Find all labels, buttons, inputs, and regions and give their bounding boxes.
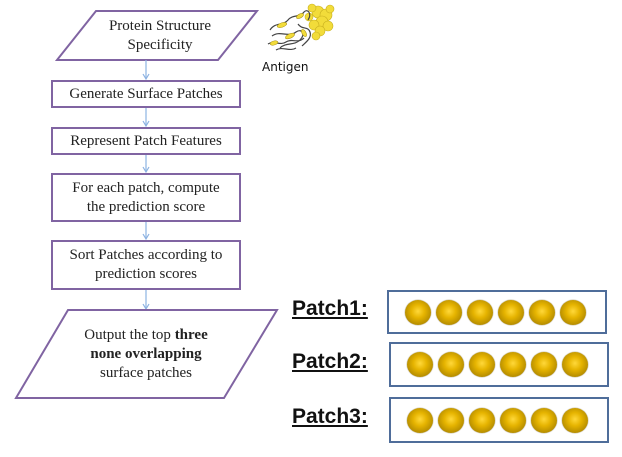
patch-box-3 bbox=[389, 397, 609, 443]
step-represent-features: Represent Patch Features bbox=[51, 127, 241, 155]
output-parallelogram bbox=[14, 309, 279, 399]
residue-ball-icon bbox=[469, 407, 495, 433]
residue-ball-icon bbox=[469, 352, 495, 377]
antigen-structure-icon bbox=[267, 3, 335, 51]
step-generate-patches: Generate Surface Patches bbox=[51, 80, 241, 108]
arrow-3-head bbox=[142, 166, 150, 174]
patch-box-1 bbox=[387, 290, 607, 334]
residue-ball-icon bbox=[562, 407, 588, 433]
residue-ball-icon bbox=[562, 352, 588, 377]
residue-ball-icon bbox=[500, 352, 526, 377]
input-line-1: Protein Structure bbox=[108, 18, 212, 34]
residue-ball-icon bbox=[405, 299, 431, 325]
residue-ball-icon bbox=[436, 299, 462, 325]
residue-ball-icon bbox=[498, 299, 524, 325]
patch-label-2: Patch2: bbox=[292, 350, 368, 373]
step-label: Represent Patch Features bbox=[70, 132, 222, 149]
residue-ball-icon bbox=[531, 407, 557, 433]
residue-ball-icon bbox=[407, 407, 433, 433]
arrow-1-head bbox=[142, 73, 150, 81]
output-step: Output the top three none overlapping su… bbox=[56, 326, 236, 383]
output-line-1: Output the top three bbox=[56, 326, 236, 345]
antigen-label: Antigen bbox=[262, 60, 309, 74]
patch-label-3: Patch3: bbox=[292, 405, 368, 428]
residue-ball-icon bbox=[531, 352, 557, 377]
arrow-2-head bbox=[142, 120, 150, 128]
step-label: Generate Surface Patches bbox=[69, 85, 223, 102]
residue-ball-icon bbox=[438, 407, 464, 433]
step-line-1: Sort Patches according to bbox=[69, 247, 223, 263]
flow-arrows bbox=[142, 60, 150, 311]
step-line-1: For each patch, compute bbox=[72, 179, 220, 196]
step-compute-score: For each patch, compute the prediction s… bbox=[51, 173, 241, 222]
input-step: Protein Structure Specificity bbox=[80, 17, 240, 55]
output-line-2: none overlapping bbox=[56, 345, 236, 364]
residue-ball-icon bbox=[560, 299, 586, 325]
output-line-3: surface patches bbox=[99, 365, 193, 381]
residue-ball-icon bbox=[500, 407, 526, 433]
input-line-2: Specificity bbox=[127, 37, 193, 53]
patch-box-2 bbox=[389, 342, 609, 387]
residue-ball-icon bbox=[529, 299, 555, 325]
residue-ball-icon bbox=[438, 352, 464, 377]
step-line-2: the prediction score bbox=[86, 198, 206, 215]
residue-ball-icon bbox=[407, 352, 433, 377]
step-line-2: prediction scores bbox=[94, 266, 198, 282]
output-bold-three: three bbox=[174, 327, 208, 343]
arrow-4-head bbox=[142, 233, 150, 241]
residue-ball-icon bbox=[467, 299, 493, 325]
output-bold-none-overlapping: none overlapping bbox=[90, 346, 202, 362]
step-sort-patches: Sort Patches according to prediction sco… bbox=[51, 240, 241, 290]
input-parallelogram bbox=[54, 10, 260, 61]
patch-label-1: Patch1: bbox=[292, 297, 368, 320]
output-prefix: Output the top bbox=[84, 327, 175, 343]
